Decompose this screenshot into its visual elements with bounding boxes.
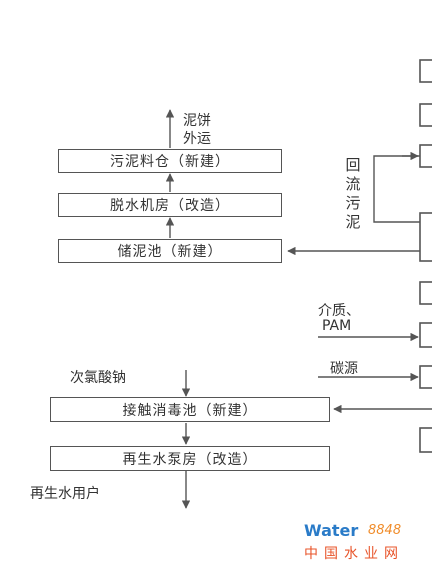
- cake-out-label-1: 泥饼: [183, 113, 211, 129]
- return-sludge-char: 回: [345, 156, 361, 174]
- return-sludge-char: 污: [345, 194, 361, 212]
- return-sludge-char: 流: [345, 175, 361, 193]
- reuse-users-label: 再生水用户: [30, 486, 100, 502]
- medium-pam-label-2: PAM: [322, 318, 352, 334]
- return-sludge-char: 泥: [345, 213, 361, 231]
- sludge-silo-box: 污泥料仓（新建）: [58, 149, 282, 173]
- hypochlorite-label: 次氯酸钠: [70, 370, 126, 386]
- watermark-site: 中国水业网: [304, 546, 404, 562]
- dewatering-room-box: 脱水机房（改造）: [58, 193, 282, 217]
- reuse-pump-room-box: 再生水泵房（改造）: [50, 446, 330, 471]
- carbon-source-label: 碳源: [330, 361, 358, 377]
- watermark-brand: Water: [304, 521, 359, 540]
- return-sludge-bracket: [373, 155, 420, 223]
- contact-tank-box: 接触消毒池（新建）: [50, 397, 330, 422]
- offscreen-process-boxes: [419, 59, 432, 453]
- watermark-number: 8848: [368, 523, 402, 538]
- sludge-tank-box: 储泥池（新建）: [58, 239, 282, 263]
- cake-out-label-2: 外运: [183, 131, 211, 147]
- medium-pam-label-1: 介质、: [318, 303, 360, 319]
